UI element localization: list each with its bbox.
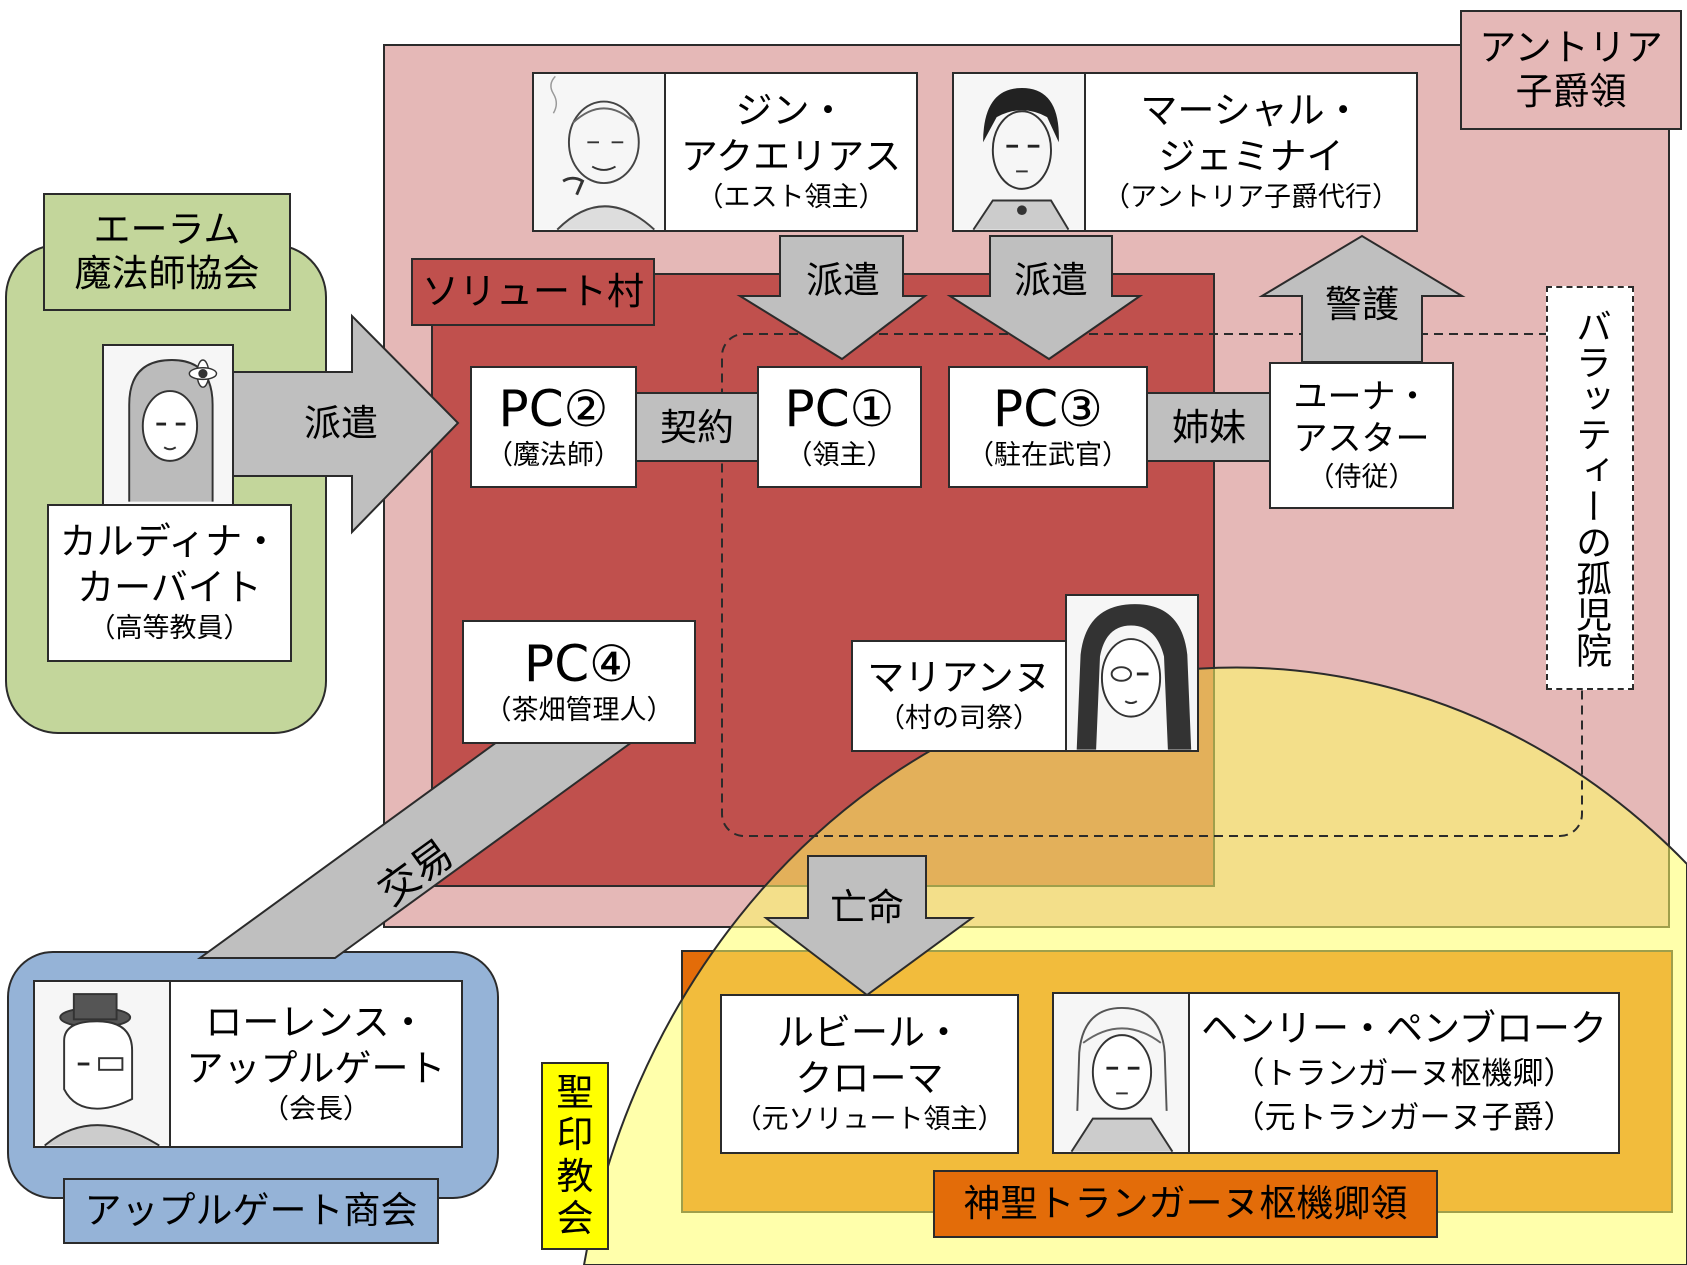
- marianne-role: （村の司祭）: [878, 703, 1040, 734]
- jin-card: ジン・ アクエリアス （エスト領主）: [664, 72, 918, 232]
- henry-role: （トランガーヌ枢機卿） （元トランガーヌ子爵）: [1233, 1056, 1575, 1136]
- marshal-role: （アントリア子爵代行）: [1103, 182, 1399, 213]
- lawrence-card: ローレンス・ アップルゲート （会長）: [169, 980, 463, 1148]
- dark-haired-man-icon: [954, 74, 1084, 230]
- antoria-tag: アントリア 子爵領: [1460, 10, 1682, 130]
- cardina-portrait: [102, 344, 234, 506]
- pc3-role: （駐在武官）: [967, 440, 1129, 471]
- yuna-card: ユーナ・ アスター （侍従）: [1269, 362, 1454, 509]
- henry-card: ヘンリー・ペンブローク （トランガーヌ枢機卿） （元トランガーヌ子爵）: [1188, 992, 1620, 1154]
- man-with-hat-icon: [35, 982, 169, 1146]
- pc4-name: PC④: [524, 635, 634, 693]
- trangane-tag: 神聖トランガーヌ枢機卿領: [933, 1170, 1438, 1238]
- pc1-name: PC①: [784, 380, 895, 438]
- dispatch-label-elam: 派遣: [304, 402, 378, 445]
- rubil-role: （元ソリュート領主）: [734, 1104, 1005, 1135]
- holy-church-tag: 聖 印 教 会: [541, 1062, 609, 1250]
- exile-label: 亡命: [830, 886, 904, 929]
- henry-name: ヘンリー・ペンブローク: [1201, 1007, 1607, 1050]
- elam-tag: エーラム 魔法師協会: [43, 193, 291, 311]
- pc2-name: PC②: [498, 380, 609, 438]
- marianne-portrait: [1065, 594, 1199, 752]
- orphanage-tag: バラッティーの孤児院: [1546, 286, 1634, 690]
- pc1-role: （領主）: [785, 440, 894, 471]
- solute-village-tag: ソリュート村: [411, 258, 655, 326]
- marianne-card: マリアンヌ （村の司祭）: [851, 640, 1067, 752]
- dispatch-label-marshal: 派遣: [1014, 259, 1088, 302]
- yuna-role: （侍従）: [1307, 461, 1416, 493]
- pc2-card: PC② （魔法師）: [470, 366, 637, 488]
- contract-label: 契約: [660, 406, 734, 449]
- marianne-name: マリアンヌ: [867, 656, 1051, 699]
- pc2-role: （魔法師）: [486, 440, 621, 471]
- orphanage-boundary: [721, 333, 1583, 837]
- nun-with-eyepatch-icon: [1067, 596, 1197, 750]
- woman-with-flower-icon: [104, 346, 232, 504]
- marshal-name: マーシャル・ ジェミナイ: [1140, 89, 1362, 178]
- contract-connector: [634, 392, 760, 462]
- long-haired-man-icon: [1054, 994, 1188, 1152]
- lawrence-portrait: [33, 980, 171, 1148]
- pc4-role: （茶畑管理人）: [484, 695, 674, 726]
- jin-role: （エスト領主）: [696, 182, 886, 213]
- exile-arrow: [763, 855, 976, 997]
- pc4-card: PC④ （茶畑管理人）: [462, 620, 696, 744]
- jin-portrait: [532, 72, 666, 232]
- pc1-card: PC① （領主）: [757, 366, 922, 488]
- lawrence-role: （会長）: [262, 1094, 370, 1125]
- sisters-label: 姉妹: [1172, 406, 1246, 449]
- henry-portrait: [1052, 992, 1190, 1154]
- rubil-card: ルビール・ クローマ （元ソリュート領主）: [720, 994, 1019, 1154]
- dispatch-arrow-marshal: [946, 235, 1144, 361]
- pc3-name: PC③: [993, 380, 1103, 438]
- marshal-portrait: [952, 72, 1086, 232]
- cardina-card: カルディナ・ カーバイト （高等教員）: [47, 504, 292, 662]
- guard-label: 警護: [1325, 283, 1399, 326]
- dispatch-arrow-elam: [229, 313, 460, 535]
- yuna-name: ユーナ・ アスター: [1293, 376, 1430, 459]
- pc3-card: PC③ （駐在武官）: [948, 366, 1148, 488]
- elderly-man-icon: [534, 74, 664, 230]
- jin-name: ジン・ アクエリアス: [680, 89, 902, 178]
- marshal-card: マーシャル・ ジェミナイ （アントリア子爵代行）: [1084, 72, 1418, 232]
- dispatch-label-jin: 派遣: [806, 259, 880, 302]
- lawrence-name: ローレンス・ アップルゲート: [186, 1001, 446, 1090]
- applegate-tag: アップルゲート商会: [63, 1178, 439, 1244]
- guard-arrow: [1258, 234, 1466, 363]
- cardina-name: カルディナ・ カーバイト: [59, 520, 280, 609]
- rubil-name: ルビール・ クローマ: [777, 1011, 962, 1100]
- dispatch-arrow-jin: [736, 235, 928, 361]
- cardina-role: （高等教員）: [88, 613, 251, 644]
